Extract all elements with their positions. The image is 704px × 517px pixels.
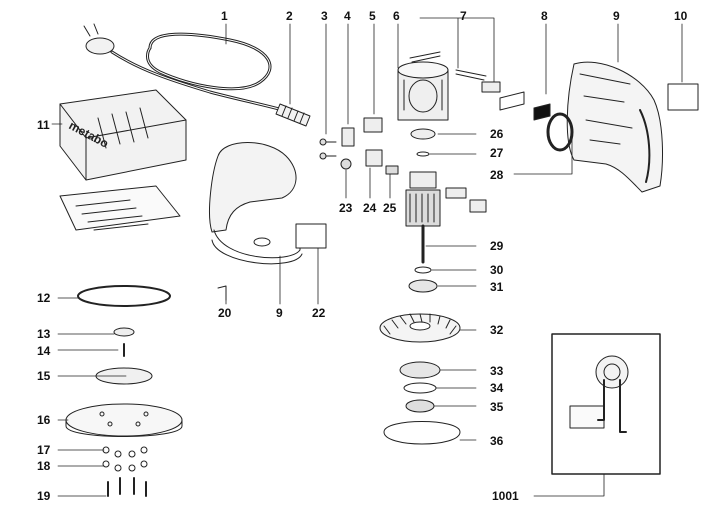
armature-part <box>405 171 441 264</box>
part-label-16: 16 <box>37 413 51 427</box>
part-label-1001: 1001 <box>492 489 519 503</box>
switch-part <box>499 91 551 121</box>
wiring-detail-box <box>551 333 661 475</box>
small-washers-part <box>102 446 148 472</box>
filter-part <box>59 185 181 231</box>
washer-part-30 <box>414 266 432 274</box>
part-label-8: 8 <box>541 9 548 23</box>
terminal-part <box>363 117 383 133</box>
washer-part-27 <box>416 151 430 157</box>
part-label-26: 26 <box>490 127 504 141</box>
power-cable-part <box>83 23 292 114</box>
part-label-7: 7 <box>460 9 467 23</box>
brush-part-right <box>445 187 467 199</box>
counterweight-part <box>399 361 441 379</box>
part-label-27: 27 <box>490 146 504 160</box>
part-label-19: 19 <box>37 489 51 503</box>
screw-part <box>319 138 337 160</box>
part-label-9-top: 9 <box>613 9 620 23</box>
part-label-32: 32 <box>490 323 504 337</box>
part-label-36: 36 <box>490 434 504 448</box>
label-strip-part <box>667 83 699 111</box>
label-part-22 <box>295 223 327 249</box>
part-label-2: 2 <box>286 9 293 23</box>
sanding-pad-part <box>65 403 183 437</box>
part-label-20: 20 <box>218 306 232 320</box>
brush-holder-part <box>365 149 383 167</box>
part-label-28: 28 <box>490 168 504 182</box>
washer-part <box>113 327 135 337</box>
wires-part <box>409 51 501 93</box>
part-label-22: 22 <box>312 306 326 320</box>
switch-bracket-part <box>341 127 355 147</box>
part-label-3: 3 <box>321 9 328 23</box>
seal-part <box>546 112 574 152</box>
part-label-33: 33 <box>490 364 504 378</box>
part-label-17: 17 <box>37 443 51 457</box>
strain-relief-part <box>275 103 311 127</box>
bearing-part-35 <box>405 399 435 413</box>
nut-part <box>340 158 352 170</box>
part-label-13: 13 <box>37 327 51 341</box>
part-label-35: 35 <box>490 400 504 414</box>
part-label-30: 30 <box>490 263 504 277</box>
part-label-11: 11 <box>37 118 50 132</box>
bearing-part-31 <box>408 279 438 293</box>
housing-half-part <box>566 61 663 193</box>
part-label-34: 34 <box>490 381 504 395</box>
brush-part-right-2 <box>469 199 487 213</box>
part-label-9-lower: 9 <box>276 306 283 320</box>
leader-lines <box>51 17 683 497</box>
part-label-25: 25 <box>383 201 397 215</box>
part-label-10: 10 <box>674 9 688 23</box>
washer-part-34 <box>403 382 437 394</box>
part-label-6: 6 <box>393 9 400 23</box>
part-label-23: 23 <box>339 201 353 215</box>
ring-part-36 <box>383 421 461 445</box>
part-label-12: 12 <box>37 291 51 305</box>
part-label-5: 5 <box>369 9 376 23</box>
part-label-31: 31 <box>490 280 504 294</box>
fan-part <box>379 313 461 343</box>
dust-box-part: metabo <box>59 89 187 181</box>
part-label-18: 18 <box>37 459 51 473</box>
part-label-24: 24 <box>363 201 377 215</box>
lower-housing-part <box>209 142 303 265</box>
field-coil-part <box>397 61 449 121</box>
part-label-1: 1 <box>221 9 228 23</box>
part-label-14: 14 <box>37 344 51 358</box>
carbon-brush-part <box>385 165 399 175</box>
part-label-4: 4 <box>344 9 351 23</box>
part-label-15: 15 <box>37 369 51 383</box>
screw-part-20 <box>217 285 227 301</box>
ring-part <box>77 285 171 307</box>
bearing-part-26 <box>410 128 436 140</box>
pad-screws-part <box>107 477 147 497</box>
part-label-29: 29 <box>490 239 504 253</box>
